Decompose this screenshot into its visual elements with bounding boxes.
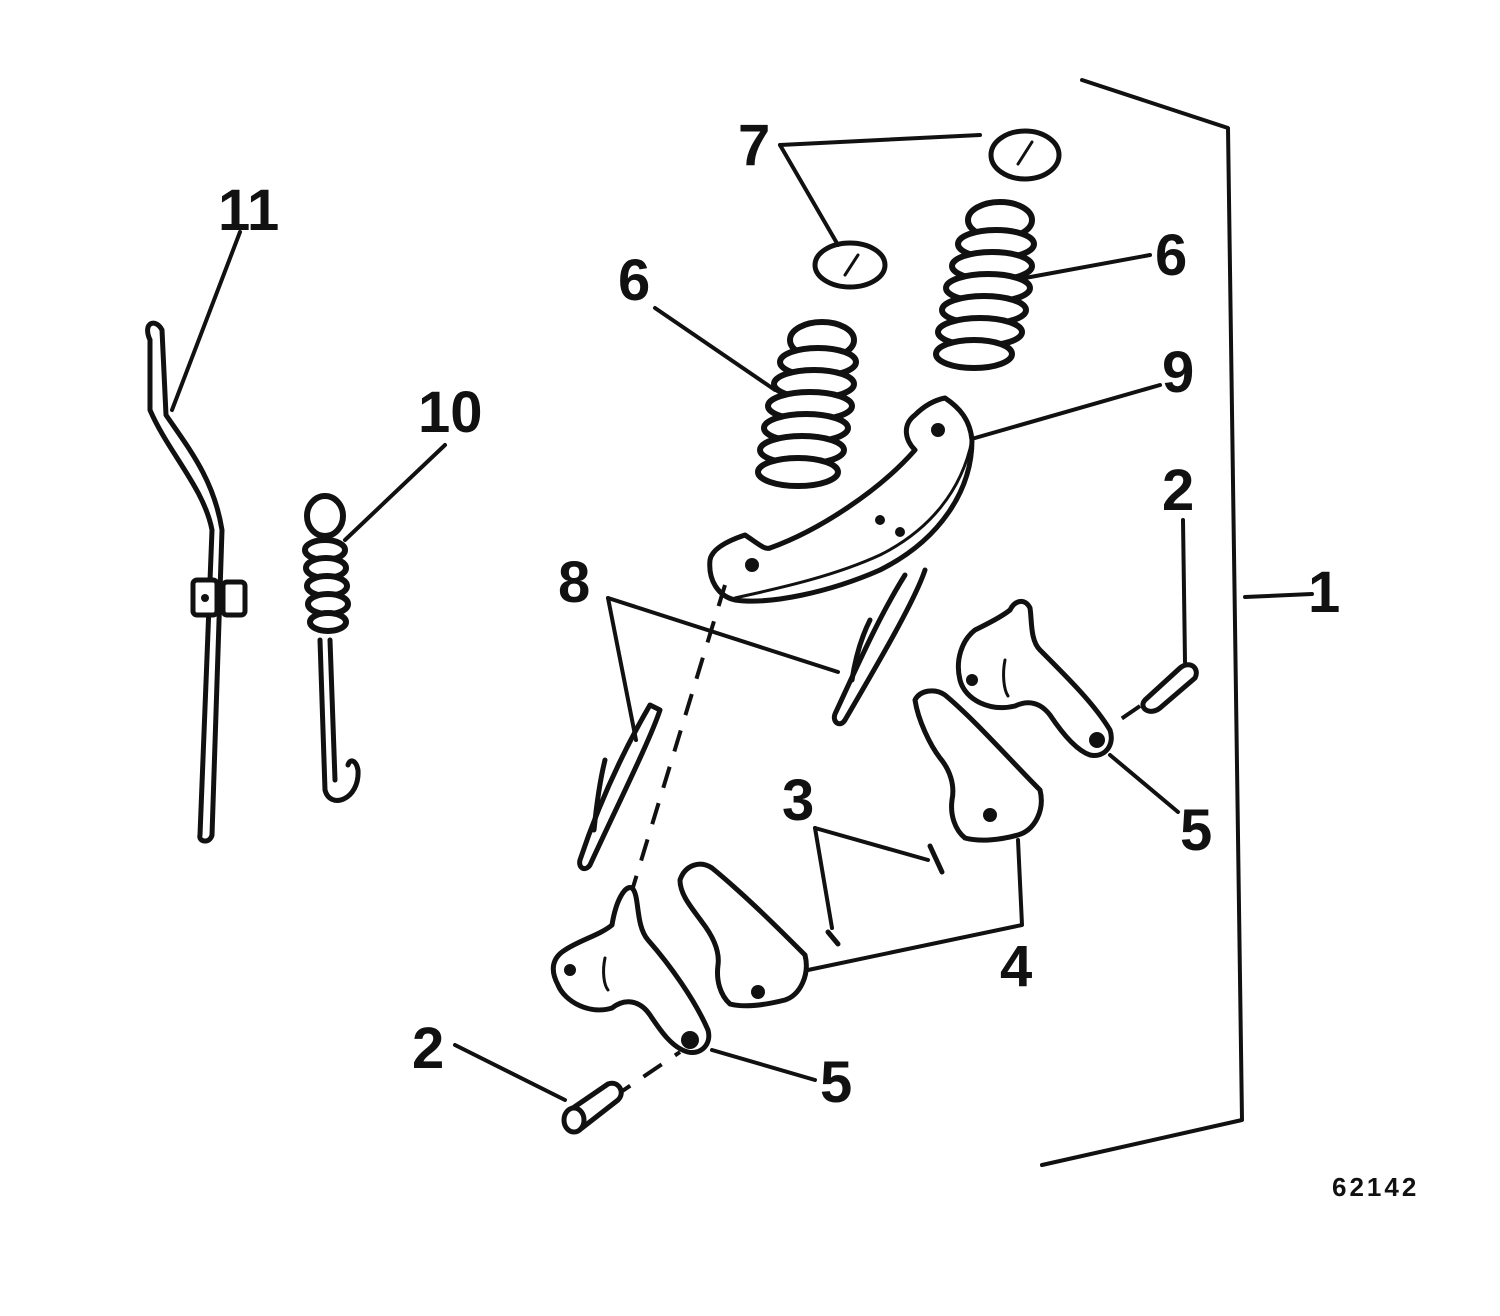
clevis-pin-left-part xyxy=(561,1080,624,1135)
callout-1: 1 xyxy=(1308,560,1340,625)
rod-part xyxy=(145,320,248,844)
callout-7: 7 xyxy=(738,113,770,178)
cap-right-part xyxy=(988,128,1062,182)
pin-axis-right xyxy=(1103,704,1142,732)
callout-5-left: 5 xyxy=(820,1050,852,1115)
callout-6-left: 6 xyxy=(618,248,650,313)
callout-6-right: 6 xyxy=(1155,223,1187,288)
callout-5-right: 5 xyxy=(1180,798,1212,863)
callout-9: 9 xyxy=(1162,340,1194,405)
small-pin-upper-part xyxy=(927,843,945,875)
callout-4: 4 xyxy=(1000,934,1032,999)
leader-lines xyxy=(170,133,1187,1102)
callout-2-right: 2 xyxy=(1162,458,1194,523)
clip-upper-part xyxy=(831,567,928,727)
callout-3: 3 xyxy=(782,768,814,833)
small-pin-lower-part xyxy=(825,929,841,947)
clip-lower-part xyxy=(577,702,663,872)
callout-8: 8 xyxy=(558,550,590,615)
compression-spring-left-part xyxy=(755,319,859,489)
figure-number: 62142 xyxy=(1332,1172,1419,1202)
compression-spring-right-part xyxy=(933,199,1037,371)
link-right-part xyxy=(912,688,1044,843)
callout-11: 11 xyxy=(218,178,279,243)
cap-left-part xyxy=(812,240,888,290)
link-left-part xyxy=(677,861,809,1009)
callout-2-left: 2 xyxy=(412,1016,444,1081)
callout-10: 10 xyxy=(418,380,483,445)
bracket-plate-part xyxy=(707,395,975,604)
extension-spring-part xyxy=(302,493,361,803)
lever-right-part xyxy=(955,599,1114,758)
assembly-bracket xyxy=(1040,78,1314,1167)
clevis-pin-right-part xyxy=(1140,662,1199,714)
callout-labels: 1 2 2 3 4 5 5 6 6 7 8 9 10 11 62142 xyxy=(218,113,1419,1202)
lever-left-part xyxy=(550,885,712,1056)
